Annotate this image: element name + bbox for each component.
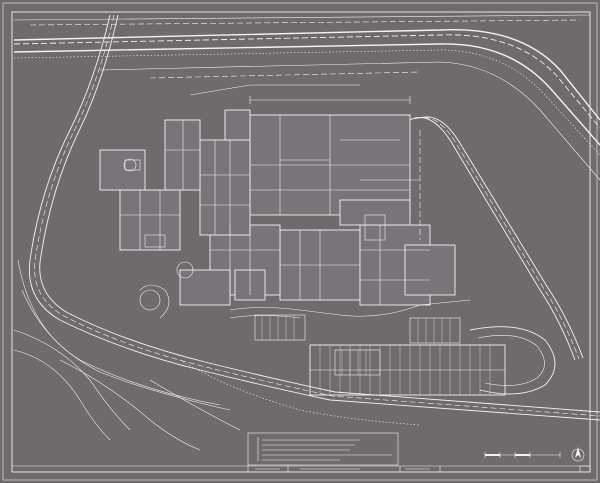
highway xyxy=(13,14,600,181)
scale-bar xyxy=(484,452,561,458)
stair-tower xyxy=(224,109,251,141)
service-wing xyxy=(199,139,251,236)
sheet-number-box xyxy=(579,465,591,473)
terrain-contours xyxy=(13,329,421,451)
west-parking-row xyxy=(254,314,306,341)
notes-box xyxy=(247,432,399,466)
notes-block xyxy=(247,432,399,466)
link-corridor xyxy=(339,199,411,226)
title-strip xyxy=(12,465,590,472)
dimension-lines xyxy=(189,84,421,240)
north-arrow-icon xyxy=(571,447,585,462)
east-wing xyxy=(404,244,456,296)
parking-lots xyxy=(229,299,506,396)
east-parking-row xyxy=(409,317,461,344)
drawing-frame xyxy=(11,11,591,473)
west-annex xyxy=(119,189,181,251)
west-access-drive xyxy=(17,14,600,421)
building-complex xyxy=(99,109,456,319)
north-annex xyxy=(164,119,201,191)
south-annex xyxy=(179,269,231,306)
